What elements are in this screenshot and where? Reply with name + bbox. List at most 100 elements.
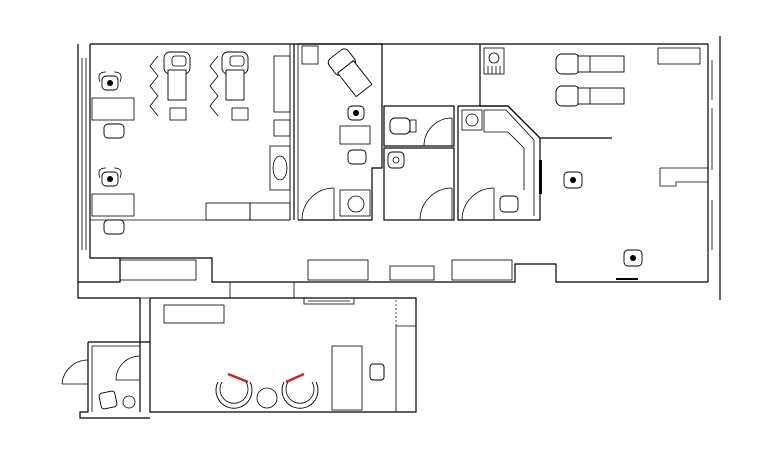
angled-door-swing bbox=[461, 187, 495, 221]
desk-upper bbox=[91, 97, 135, 121]
zigzag-partition-b bbox=[209, 55, 219, 117]
angled-room-walls bbox=[457, 105, 541, 221]
bed-head bbox=[555, 53, 581, 75]
bed-body bbox=[577, 55, 625, 73]
chair-arm bbox=[98, 71, 107, 83]
west-lower-wall bbox=[77, 44, 141, 412]
low-cabinet-a bbox=[205, 202, 251, 221]
toilet-tank bbox=[409, 119, 417, 133]
right-suite-chair bbox=[563, 171, 583, 189]
cabinet-small bbox=[273, 119, 291, 137]
lounge-side-table bbox=[256, 387, 278, 409]
middle-door-swing bbox=[301, 187, 335, 221]
chair-lower-bottom bbox=[103, 219, 125, 235]
right-cabinet bbox=[657, 47, 701, 65]
right-suite bbox=[479, 44, 708, 280]
chair-seat bbox=[103, 123, 125, 139]
south-wall-c bbox=[294, 263, 708, 283]
angled-room-inner bbox=[484, 109, 535, 216]
middle-cabinet bbox=[301, 45, 319, 65]
chair-seat bbox=[369, 363, 385, 381]
lower-desk bbox=[331, 345, 363, 411]
right-suite-entry bbox=[479, 44, 508, 107]
dental-chair-right bbox=[221, 51, 249, 121]
angled-room bbox=[457, 105, 542, 221]
chair-body bbox=[167, 69, 187, 101]
lounge-armchair-right bbox=[281, 372, 319, 409]
chair-body bbox=[225, 69, 245, 101]
chair-headrest bbox=[171, 55, 187, 67]
vestibule-door-swing bbox=[61, 359, 89, 385]
sink-drain bbox=[392, 156, 400, 164]
corridor-bench-c bbox=[389, 265, 435, 281]
lower-wing bbox=[61, 297, 417, 419]
lounge-armchair-left bbox=[215, 372, 253, 409]
chair-seat bbox=[98, 390, 118, 410]
toilet-bowl bbox=[389, 117, 411, 135]
sink-lower bbox=[387, 151, 405, 169]
right-suite-curve bbox=[507, 105, 612, 139]
wc-upper bbox=[383, 105, 455, 147]
dental-chair-middle bbox=[327, 48, 373, 98]
chair-occupant bbox=[107, 80, 113, 86]
basin-bowl bbox=[488, 52, 500, 64]
sink-basin bbox=[272, 155, 288, 181]
chair-arm bbox=[98, 167, 107, 179]
lower-window-block bbox=[303, 297, 355, 305]
vestibule-walls bbox=[79, 342, 150, 419]
sink-counter bbox=[269, 145, 291, 191]
chair-occupant bbox=[570, 177, 576, 183]
chair-occupant bbox=[353, 110, 359, 116]
angled-wall-fixture bbox=[539, 160, 542, 194]
south-wall-a bbox=[120, 257, 230, 283]
corridor-furniture bbox=[119, 259, 513, 281]
vestibule-inner-door-swing bbox=[115, 355, 141, 381]
wc-door-swing-b bbox=[419, 187, 453, 221]
reception-counter bbox=[659, 168, 708, 187]
corridor-bench-a bbox=[119, 259, 197, 281]
middle-treatment-room bbox=[297, 43, 383, 221]
armchair-body bbox=[215, 381, 253, 409]
wc-block bbox=[383, 105, 455, 221]
vestibule-side-table bbox=[122, 395, 136, 409]
zigzag-partition-a bbox=[149, 55, 159, 117]
angled-sink-bowl bbox=[465, 113, 479, 127]
bed-head bbox=[555, 85, 581, 107]
armchair-body bbox=[281, 381, 319, 409]
armchair-inner bbox=[285, 381, 315, 404]
armchair-inner bbox=[219, 381, 249, 404]
bed-body bbox=[577, 87, 625, 105]
treatment-bed-lower bbox=[555, 85, 625, 107]
angled-counter-side bbox=[507, 131, 525, 190]
chair-lower-top bbox=[98, 167, 122, 187]
cabinet-tall bbox=[273, 55, 291, 113]
exterior-walls bbox=[77, 36, 721, 412]
treatment-bed-upper bbox=[555, 53, 625, 75]
chair-occupant bbox=[107, 176, 113, 182]
corridor-bench-b bbox=[307, 259, 369, 281]
middle-chair-top bbox=[347, 105, 365, 121]
armchair-cushion bbox=[227, 372, 249, 384]
desk-lower bbox=[91, 193, 135, 217]
wall-unit bbox=[483, 47, 505, 75]
dental-chair-left bbox=[163, 51, 191, 121]
left-treatment-room bbox=[90, 44, 295, 235]
vestibule-chair bbox=[98, 390, 118, 410]
wc-door-swing-a bbox=[423, 117, 453, 147]
lower-desk-chair bbox=[369, 363, 385, 381]
chair-arm bbox=[113, 71, 122, 83]
chair-stool bbox=[169, 107, 187, 121]
wash-basin-unit bbox=[487, 52, 501, 74]
sink-bowl bbox=[387, 151, 405, 169]
chair-headrest bbox=[229, 55, 245, 67]
chair-upper-top bbox=[98, 71, 122, 91]
middle-chair-bottom bbox=[347, 149, 367, 165]
chair-seat bbox=[499, 195, 519, 213]
middle-desk bbox=[339, 125, 371, 145]
reception-chair bbox=[623, 249, 643, 267]
chair-seat bbox=[347, 149, 367, 165]
low-cabinet-b bbox=[249, 202, 291, 221]
middle-room-walls bbox=[298, 43, 383, 221]
chair-upper-bottom bbox=[103, 123, 125, 139]
angled-room-chair bbox=[499, 195, 519, 213]
